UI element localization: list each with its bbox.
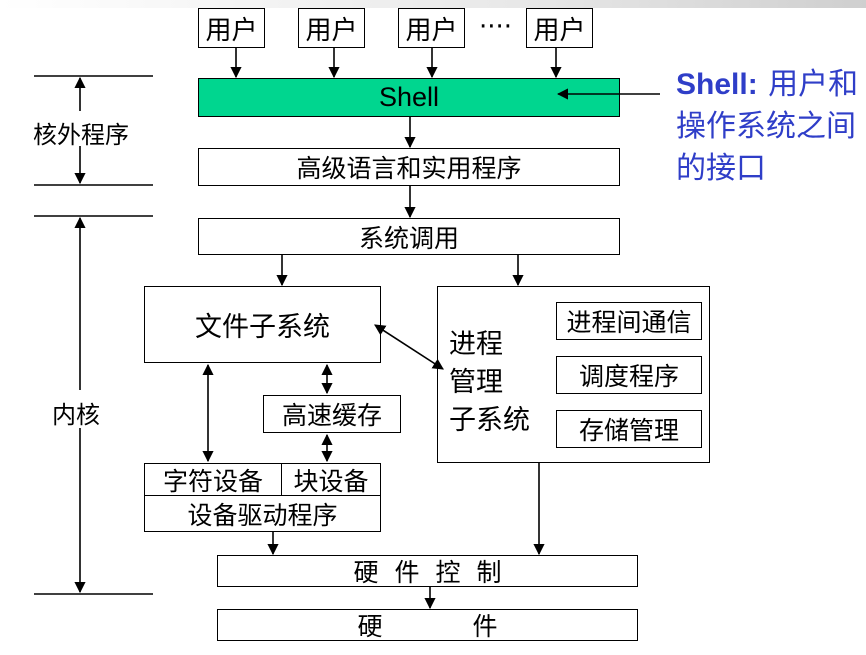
process-management-label: 进程 管理 子系统 [449, 326, 530, 440]
cache-box: 高速缓存 [263, 395, 401, 433]
system-call-box: 系统调用 [198, 218, 620, 255]
memory-management-box: 存储管理 [556, 410, 702, 448]
process-label-line-2: 管理 [449, 367, 503, 398]
user-box-2: 用户 [298, 8, 365, 48]
high-level-language-box: 高级语言和实用程序 [198, 148, 620, 186]
block-device-box: 块设备 [281, 463, 381, 496]
file-subsystem-box: 文件子系统 [144, 286, 381, 363]
hardware-box: 硬件 [217, 609, 638, 641]
user-box-4: 用户 [526, 8, 593, 48]
ipc-box: 进程间通信 [556, 302, 702, 340]
process-label-line-3: 子系统 [449, 405, 530, 436]
device-driver-box: 设备驱动程序 [144, 495, 381, 532]
process-label-line-1: 进程 [449, 329, 503, 360]
char-device-box: 字符设备 [144, 463, 282, 496]
note-key: Shell: [676, 68, 758, 101]
arrow-fs-proc [374, 324, 444, 370]
outer-programs-label: 核外程序 [33, 121, 129, 149]
shell-note: Shell: 用户和操作系统之间的接口 [676, 64, 861, 190]
hardware-control-box: 硬件控制 [217, 555, 638, 587]
ellipsis: ···· [479, 12, 513, 42]
kernel-label: 内核 [52, 401, 100, 429]
user-box-3: 用户 [398, 8, 465, 48]
top-gradient-bar [0, 0, 866, 8]
note-text: 用户和操作系统之间的接口 [676, 67, 859, 186]
scheduler-box: 调度程序 [556, 356, 702, 394]
shell-box: Shell [198, 78, 620, 117]
user-box-1: 用户 [198, 8, 265, 48]
